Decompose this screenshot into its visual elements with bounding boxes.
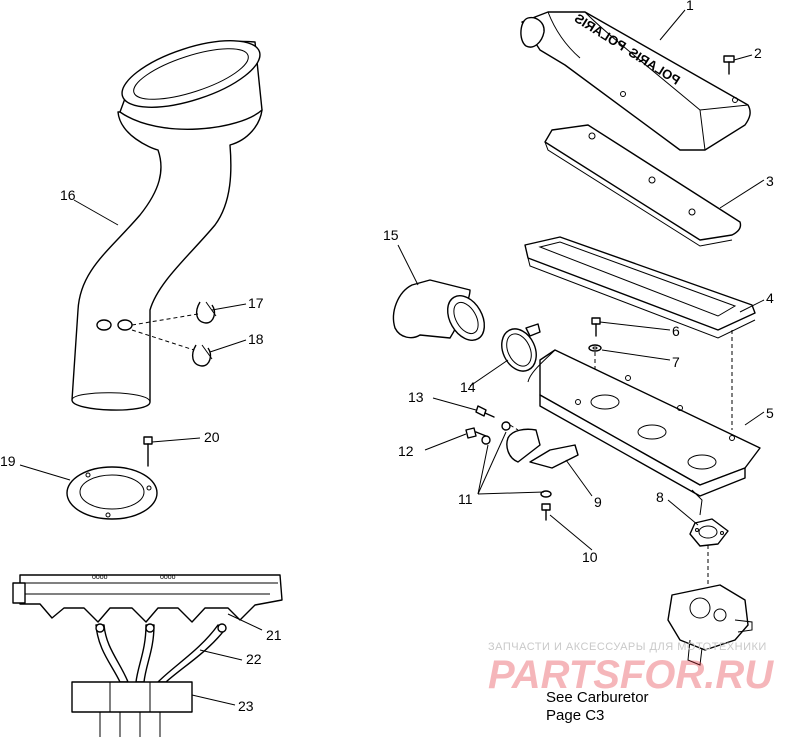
callout-19: 19 xyxy=(0,453,16,469)
svg-text:oooo: oooo xyxy=(160,574,176,581)
callout-5: 5 xyxy=(766,405,774,421)
gasket-ring-19 xyxy=(66,466,158,520)
seal-frame-4 xyxy=(524,236,756,339)
note-line-1: See Carburetor xyxy=(546,689,649,706)
callout-3: 3 xyxy=(766,173,774,189)
watermark: ЗАПЧАСТИ И АКСЕССУАРЫ ДЛЯ МОТОТЕХНИКИ PA… xyxy=(488,641,774,697)
callout-2: 2 xyxy=(754,45,762,61)
airbox-base-5 xyxy=(527,349,761,516)
screw-2 xyxy=(723,55,735,75)
callout-8: 8 xyxy=(656,489,664,505)
callout-14: 14 xyxy=(460,379,476,395)
intake-boot-15 xyxy=(392,279,486,341)
note-line-2: Page C3 xyxy=(546,707,604,724)
leader-lines xyxy=(19,9,765,706)
callout-9: 9 xyxy=(594,494,602,510)
callout-12: 12 xyxy=(398,443,414,459)
snorkel-clip-17 xyxy=(195,301,217,324)
callout-6: 6 xyxy=(672,323,680,339)
carburetor-reference-note: See Carburetor Page C3 xyxy=(546,689,649,724)
callout-20: 20 xyxy=(204,429,220,445)
nut-11 xyxy=(481,421,511,445)
screw-10 xyxy=(540,490,552,521)
callout-11: 11 xyxy=(458,491,473,507)
screw-20 xyxy=(143,436,153,467)
clamp-14 xyxy=(501,323,541,372)
callout-21: 21 xyxy=(266,627,282,643)
intake-snorkel xyxy=(71,40,263,411)
callout-1: 1 xyxy=(686,0,694,13)
callout-15: 15 xyxy=(383,227,399,243)
gasket-8 xyxy=(689,518,729,547)
callout-7: 7 xyxy=(672,354,680,370)
carburetor xyxy=(667,584,753,666)
callout-10: 10 xyxy=(582,549,598,565)
watermark-caption: ЗАПЧАСТИ И АКСЕССУАРЫ ДЛЯ МОТОТЕХНИКИ xyxy=(488,641,767,653)
bolt-12 xyxy=(465,427,487,439)
snorkel-clip-18 xyxy=(191,344,213,367)
callout-13: 13 xyxy=(408,389,424,405)
callout-numbers: 1 2 3 4 5 6 7 8 9 10 11 12 13 14 15 16 1… xyxy=(0,0,774,714)
callout-17: 17 xyxy=(248,295,264,311)
screw-6 xyxy=(591,317,601,337)
watermark-logo: PARTSFOR.RU xyxy=(488,653,774,697)
spout-bracket-9 xyxy=(506,428,579,469)
callout-16: 16 xyxy=(60,187,76,203)
svg-text:oooo: oooo xyxy=(92,574,108,581)
intake-manifold: oooo oooo xyxy=(12,574,283,623)
callout-18: 18 xyxy=(248,331,264,347)
filter-plate-3 xyxy=(544,124,742,247)
callout-23: 23 xyxy=(238,698,254,714)
callout-4: 4 xyxy=(766,290,774,306)
carb-block-23 xyxy=(71,681,193,737)
washer-7 xyxy=(588,344,602,352)
callout-22: 22 xyxy=(246,651,262,667)
hoses-22 xyxy=(95,623,227,683)
bolt-13 xyxy=(475,405,495,418)
